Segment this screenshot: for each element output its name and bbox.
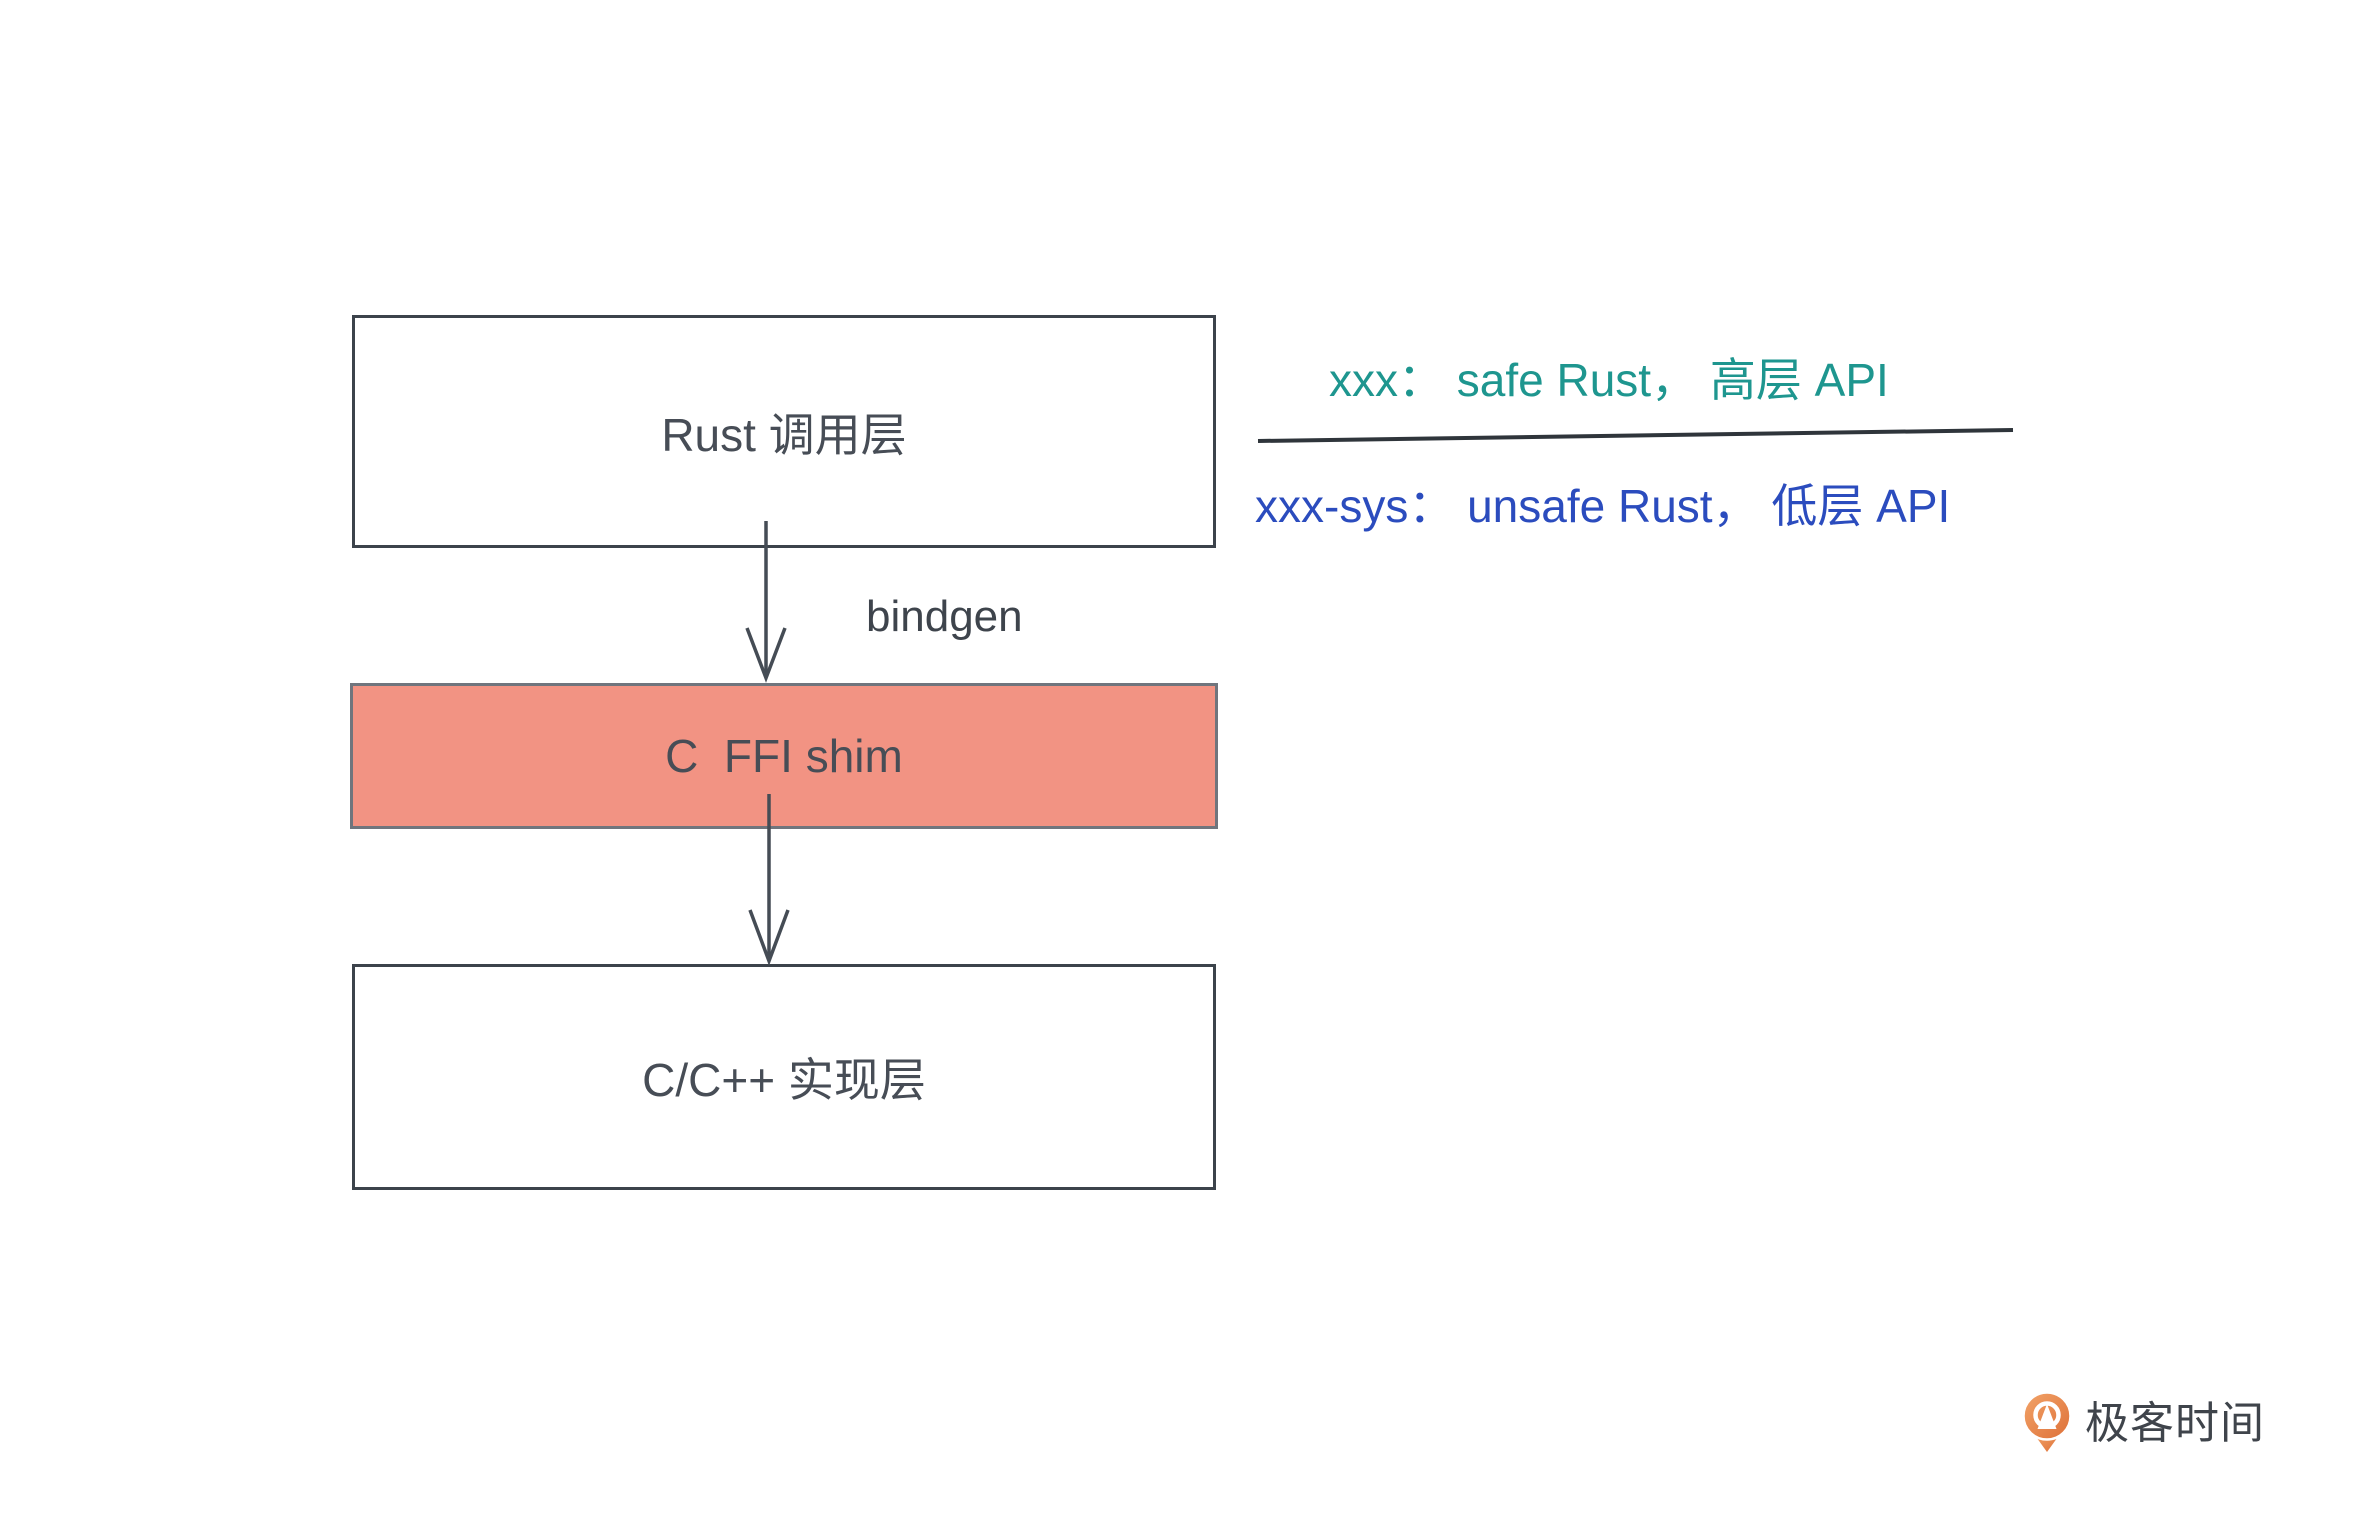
arrow-head-icon [748,909,790,967]
box-label: Rust 调用层 [661,408,907,461]
legend-unsafe-rust-text: xxx-sys： unsafe Rust， 低层 API [1255,480,1951,532]
legend-safe-rust-text: xxx： safe Rust， 高层 API [1329,354,1889,406]
logo-text: 极客时间 [2085,1398,2265,1448]
arrow-head-icon [745,627,787,683]
arrow-label-bindgen: bindgen [866,592,1023,641]
box-label: C/C++ 实现层 [642,1054,926,1106]
box-c-ffi-shim: C FFI shim [350,683,1218,829]
legend-divider-line [1257,428,2014,443]
geektime-pin-icon [2022,1392,2072,1452]
box-label: C FFI shim [665,730,903,782]
box-rust-caller-layer: Rust 调用层 [352,315,1216,548]
box-c-cpp-impl-layer: C/C++ 实现层 [352,964,1216,1190]
geektime-logo: 极客时间 [2022,1392,2265,1453]
